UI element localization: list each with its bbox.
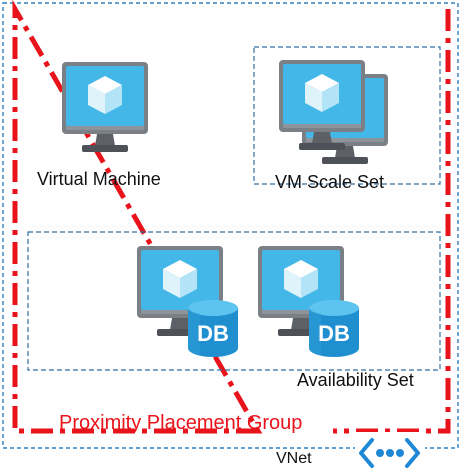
virtual-machine-label: Virtual Machine — [37, 169, 161, 189]
vm-scale-set-icon — [279, 60, 388, 164]
db-badge-label-1: DB — [197, 321, 229, 346]
vm-scale-set-boundary — [253, 46, 441, 185]
availability-set-vm-db-icon-1: DB — [137, 246, 238, 357]
proximity-placement-group-boundary — [12, 0, 451, 434]
availability-set-label: Availability Set — [297, 370, 414, 390]
availability-set-vm-db-icon-2: DB — [258, 246, 359, 357]
vnet-boundary — [2, 2, 459, 449]
proximity-placement-group-label: Proximity Placement Group — [59, 412, 303, 434]
virtual-machine-icon — [62, 62, 148, 152]
availability-set-boundary — [27, 231, 441, 371]
db-badge-label-2: DB — [318, 321, 350, 346]
vm-scale-set-label: VM Scale Set — [275, 172, 385, 192]
vnet-icon — [355, 432, 425, 474]
vnet-label: VNet — [276, 450, 312, 467]
